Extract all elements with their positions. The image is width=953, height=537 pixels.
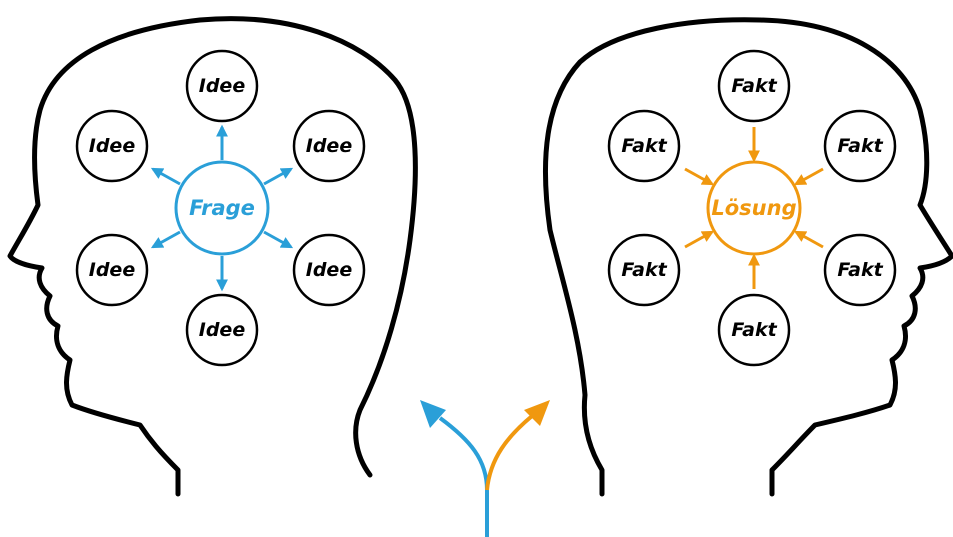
right-bubble-top: Fakt: [717, 49, 791, 123]
left-bubble-top: Idee: [185, 49, 259, 123]
right-bubble-lower-right-label: Fakt: [837, 259, 883, 281]
arrow-downright-left: [263, 230, 294, 249]
right-bubble-lower-left-label: Fakt: [621, 259, 667, 281]
left-bubble-lower-right: Idee: [292, 233, 366, 307]
arrow-from-downright-right: [793, 230, 824, 249]
left-bubble-lower-left: Idee: [75, 233, 149, 307]
arrow-from-upright-right: [793, 167, 824, 186]
left-arrows: [150, 124, 294, 292]
fork-left-branch: [438, 416, 489, 537]
right-center-label: Lösung: [711, 196, 796, 220]
left-bubble-lower-right-label: Idee: [306, 259, 353, 281]
left-center-label: Frage: [189, 196, 255, 220]
left-bubble-bottom: Idee: [185, 293, 259, 367]
left-bubble-upper-right-label: Idee: [306, 135, 353, 157]
right-head-outline: [542, 17, 953, 497]
right-bubble-bottom: Fakt: [717, 293, 791, 367]
right-bubble-lower-left: Fakt: [607, 233, 681, 307]
right-bubble-lower-right: Fakt: [823, 233, 897, 307]
arrow-from-downleft-right: [684, 230, 715, 249]
fork-arrow: [420, 400, 550, 537]
right-bubble-upper-left-label: Fakt: [621, 135, 667, 157]
right-bubble-upper-right-label: Fakt: [837, 135, 883, 157]
right-bubble-upper-left: Fakt: [607, 109, 681, 183]
fork-right-branch: [485, 414, 534, 491]
left-head-outline: [7, 16, 418, 497]
arrow-downleft-left: [150, 230, 181, 249]
arrow-upright-left: [263, 167, 294, 186]
fork-right-arrowhead: [524, 400, 550, 426]
left-bubble-upper-left-label: Idee: [89, 135, 136, 157]
left-bubble-top-label: Idee: [199, 75, 246, 97]
right-bubble-upper-right: Fakt: [823, 109, 897, 183]
right-center-node: Lösung: [706, 160, 802, 256]
left-center-node: Frage: [174, 160, 270, 256]
left-bubble-bottom-label: Idee: [199, 319, 246, 341]
right-bubble-bottom-label: Fakt: [731, 319, 777, 341]
arrow-upleft-left: [150, 167, 181, 186]
left-bubble-upper-right: Idee: [292, 109, 366, 183]
right-bubble-top-label: Fakt: [731, 75, 777, 97]
right-arrows: [684, 127, 824, 289]
fork-left-arrowhead: [420, 400, 446, 428]
arrow-from-upleft-right: [684, 167, 715, 186]
left-bubble-lower-left-label: Idee: [89, 259, 136, 281]
left-bubble-upper-left: Idee: [75, 109, 149, 183]
